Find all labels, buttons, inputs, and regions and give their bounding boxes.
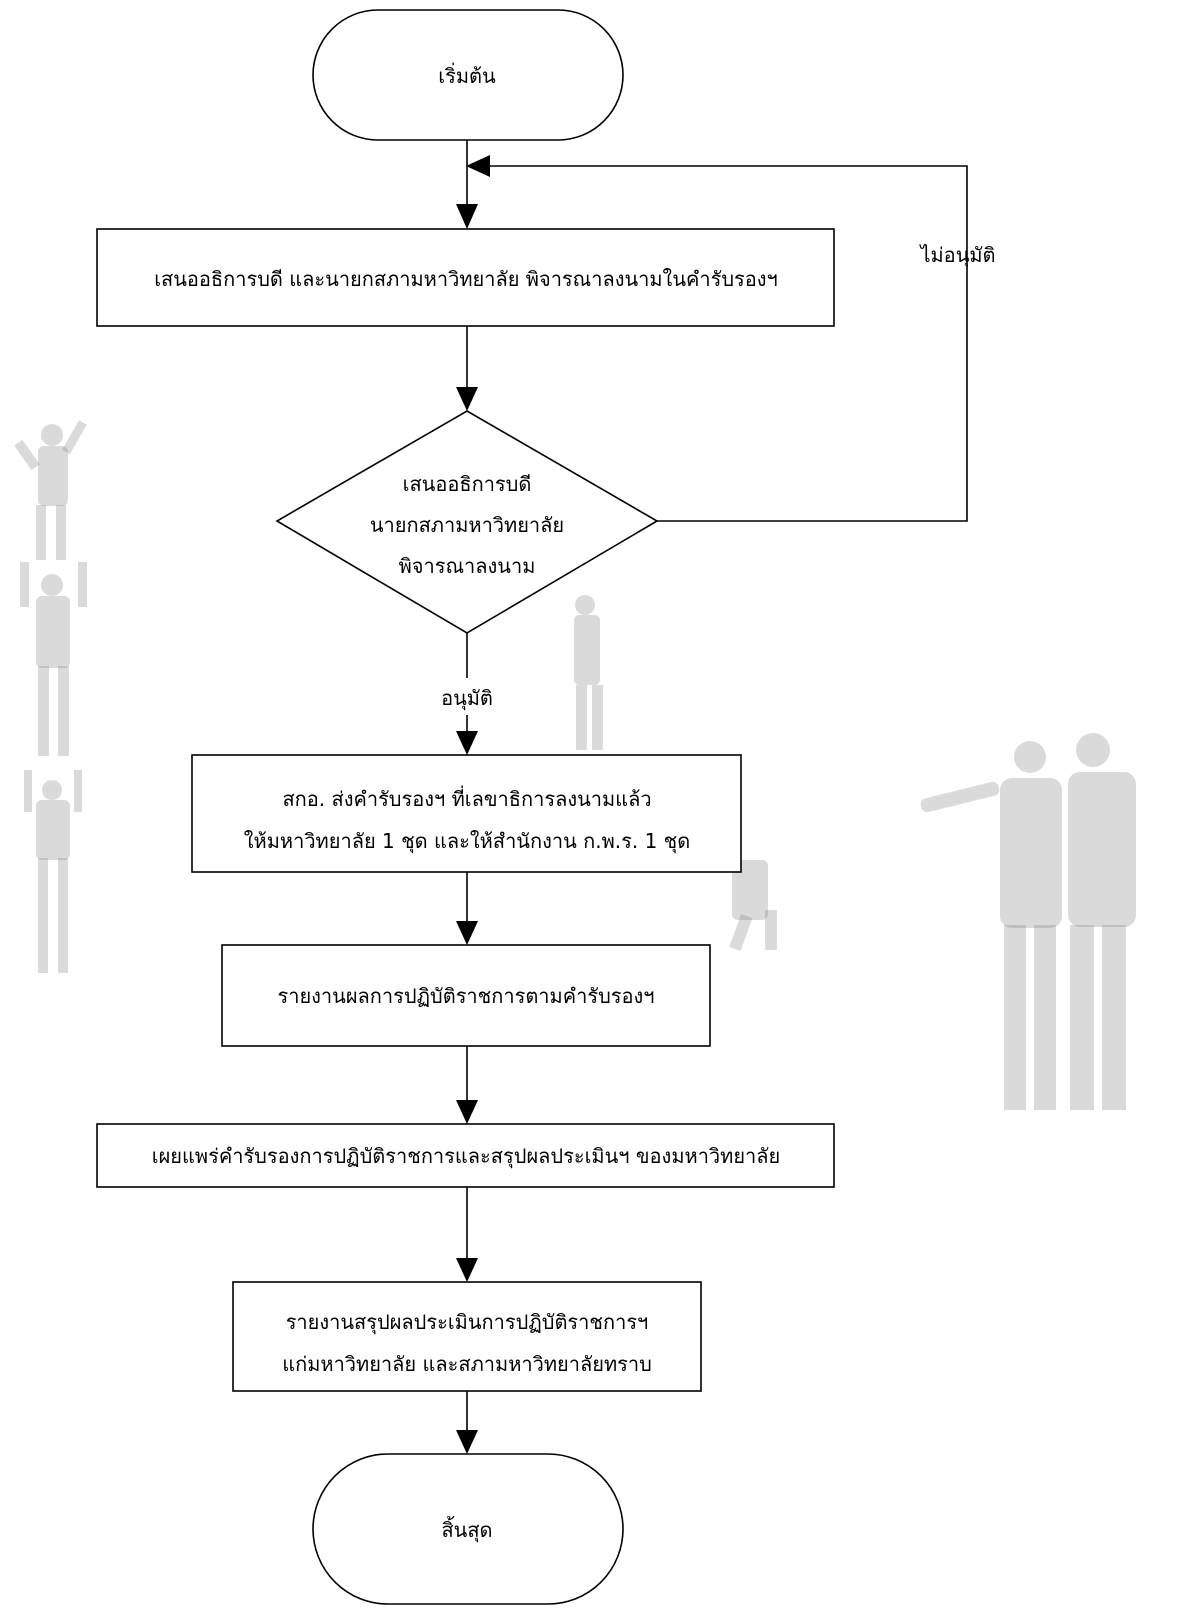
- process-step-3: รายงานผลการปฏิบัติราชการตามคำรับรองฯ: [221, 944, 711, 1047]
- connectors: [456, 140, 968, 1454]
- step1-label: เสนออธิการบดี และนายกสภามหาวิทยาลัย พิจา…: [154, 267, 778, 291]
- decision-diamond: เสนออธิการบดี นายกสภามหาวิทยาลัย พิจารณา…: [275, 410, 659, 634]
- end-terminator: สิ้นสุด: [312, 1453, 624, 1605]
- arrowhead-down-icon: [456, 731, 478, 755]
- end-label: สิ้นสุด: [441, 1516, 492, 1543]
- decision-line-3: พิจารณาลงนาม: [399, 554, 536, 578]
- process-step-1: เสนออธิการบดี และนายกสภามหาวิทยาลัย พิจา…: [96, 228, 835, 327]
- person-figure-center: [574, 595, 777, 951]
- connector-reject-loop: [488, 165, 968, 522]
- arrowhead-down-icon: [456, 387, 478, 411]
- businessmen-figure-right: [920, 733, 1136, 1110]
- process-step-2: สกอ. ส่งคำรับรองฯ ที่เลขาธิการลงนามแล้ว …: [191, 754, 742, 873]
- step4-label: เผยแพร่คำรับรองการปฏิบัติราชการและสรุปผล…: [152, 1144, 781, 1169]
- arrowhead-down-icon: [456, 1100, 478, 1124]
- reject-label: ไม่อนุมัติ: [918, 243, 995, 268]
- stacked-people-figure-left: [14, 420, 87, 973]
- arrowhead-down-icon: [456, 1258, 478, 1282]
- start-terminator: เริ่มต้น: [312, 9, 624, 141]
- background-figures-illustration: [14, 420, 1136, 1110]
- process-step-4: เผยแพร่คำรับรองการปฏิบัติราชการและสรุปผล…: [96, 1123, 835, 1188]
- step2-line-1: สกอ. ส่งคำรับรองฯ ที่เลขาธิการลงนามแล้ว: [282, 785, 651, 811]
- decision-line-1: เสนออธิการบดี: [403, 472, 532, 496]
- arrowhead-down-icon: [456, 1430, 478, 1454]
- approve-label: อนุมัติ: [441, 686, 493, 711]
- step5-line-1: รายงานสรุปผลประเมินการปฏิบัติราชการฯ: [286, 1310, 649, 1335]
- process-step-5: รายงานสรุปผลประเมินการปฏิบัติราชการฯ แก่…: [232, 1281, 702, 1392]
- arrowhead-left-icon: [466, 155, 490, 177]
- step5-line-2: แก่มหาวิทยาลัย และสภามหาวิทยาลัยทราบ: [282, 1352, 652, 1376]
- start-label: เริ่มต้น: [438, 62, 496, 88]
- step3-label: รายงานผลการปฏิบัติราชการตามคำรับรองฯ: [277, 984, 654, 1008]
- decision-line-2: นายกสภามหาวิทยาลัย: [370, 513, 564, 537]
- step2-line-2: ให้มหาวิทยาลัย 1 ชุด และให้สำนักงาน ก.พ.…: [244, 829, 690, 854]
- arrowhead-down-icon: [456, 921, 478, 945]
- arrowhead-down-icon: [456, 204, 478, 229]
